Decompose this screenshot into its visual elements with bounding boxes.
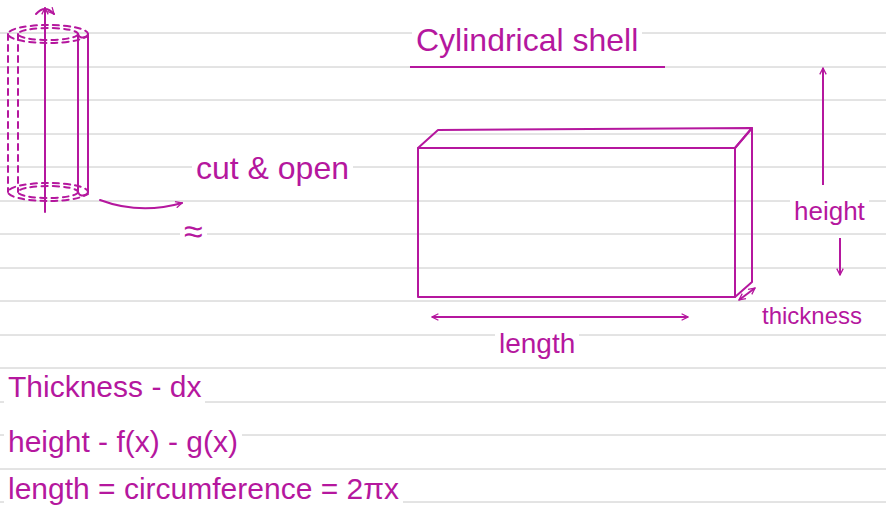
- ruled-line: [0, 67, 886, 68]
- ruled-line: [0, 301, 886, 302]
- ruled-line: [0, 335, 886, 336]
- formula-line: height - f(x) - g(x): [4, 425, 242, 460]
- inner-right-wall: [77, 34, 79, 192]
- rotation-axis: [44, 8, 46, 212]
- thickness-arrow: [739, 288, 755, 300]
- step-label: cut & open: [192, 150, 353, 187]
- slab-front-face: [418, 148, 735, 297]
- dimension-label: length: [495, 328, 579, 360]
- ruled-line: [0, 268, 886, 269]
- slab-side-face: [735, 128, 752, 297]
- inner-top-ellipse: [18, 28, 78, 40]
- wall-top-edge: [78, 34, 88, 38]
- outer-bottom-ellipse: [8, 183, 88, 201]
- ruled-line: [0, 100, 886, 101]
- cut-open-arrow: [100, 200, 182, 208]
- height-arrow-down: [839, 238, 841, 275]
- formula-line: Thickness - dx: [4, 370, 205, 405]
- ruled-line: [0, 234, 886, 235]
- outer-top-ellipse: [8, 25, 88, 43]
- rotation-arrow: [36, 9, 54, 14]
- formula-line: length = circumference = 2πx: [4, 472, 403, 507]
- slab-top-face: [418, 128, 752, 148]
- approx-symbol: ≈: [180, 212, 207, 251]
- ruled-line: [0, 167, 886, 168]
- length-arrow: [432, 316, 688, 318]
- cylinder-sketch: [8, 8, 88, 212]
- outer-right-wall: [87, 34, 89, 192]
- dimension-label: height: [790, 197, 869, 227]
- ruled-line: [0, 201, 886, 202]
- transform-arrow: [100, 200, 182, 208]
- ruled-line: [0, 469, 886, 470]
- ruled-lines: [0, 33, 886, 502]
- title-underline: [410, 66, 665, 68]
- heading-label: Cylindrical shell: [412, 22, 642, 59]
- inner-left-wall: [17, 34, 19, 192]
- dimension-label: thickness: [758, 302, 866, 330]
- ruled-line: [0, 134, 886, 135]
- ruled-line: [0, 368, 886, 369]
- wall-bottom-edge: [78, 192, 88, 196]
- inner-bottom-ellipse: [18, 186, 78, 198]
- outer-left-wall: [7, 34, 9, 192]
- height-arrow-up: [822, 68, 824, 185]
- opened-shell-slab: [410, 67, 840, 317]
